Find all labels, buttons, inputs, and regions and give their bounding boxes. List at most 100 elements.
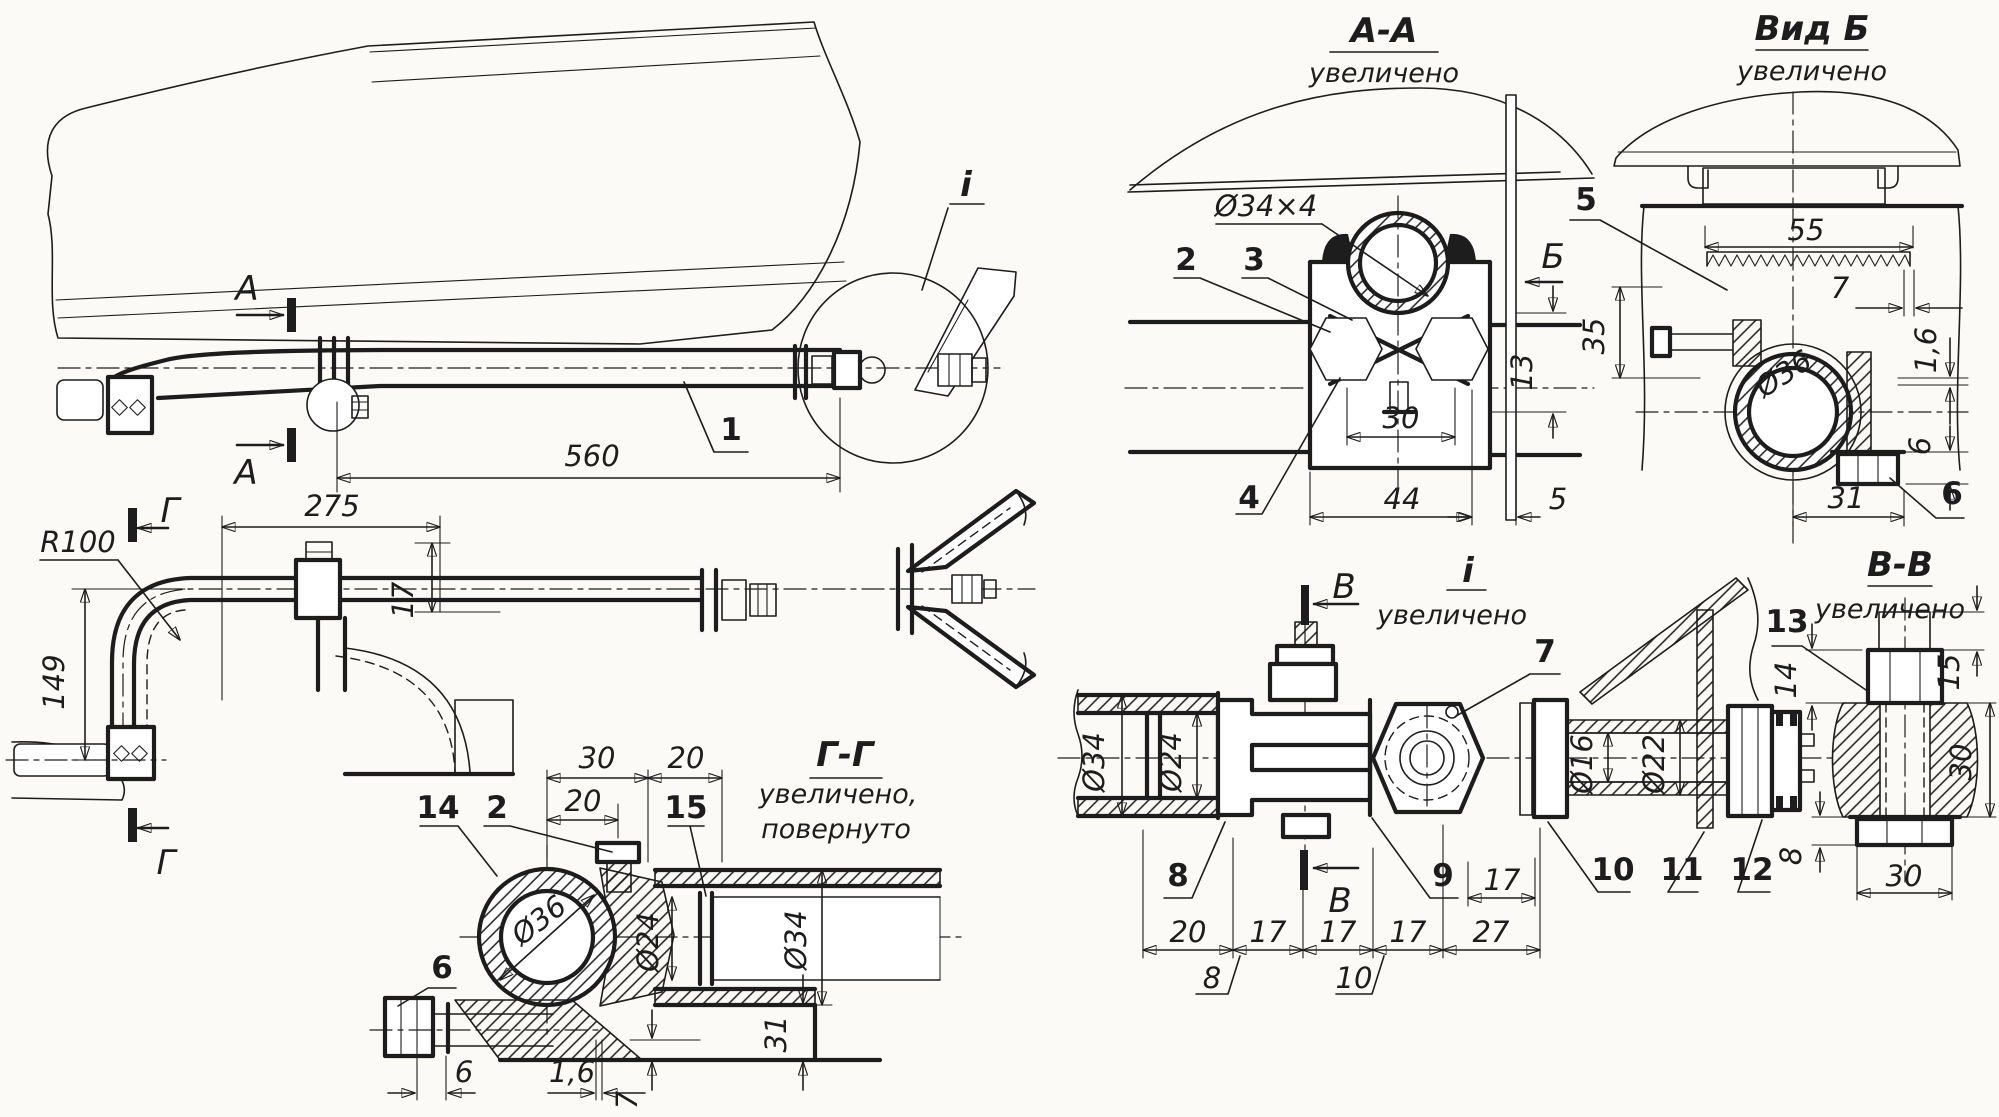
aa-b-marker: Б: [1541, 237, 1564, 277]
i-part-leaders: [1163, 673, 1771, 899]
part-1: 1: [720, 412, 742, 448]
dim-149: 149: [37, 654, 71, 709]
aa-part-3: 3: [1243, 242, 1265, 278]
universal-joint-side: [792, 343, 987, 401]
gg-geometry: [369, 840, 966, 1063]
i-dim-10: 10: [1336, 961, 1373, 995]
section-g-letter-top: Г: [161, 491, 183, 531]
subtitle-vb: увеличено: [1736, 56, 1887, 87]
gg-dim-d24: Ø24: [631, 912, 665, 973]
i-dimensions: [1122, 694, 1680, 995]
section-a-markers: [235, 298, 296, 462]
section-g-letter-bottom: Г: [157, 843, 179, 883]
joint-plan: [699, 567, 777, 633]
section-a-letter-top: А: [233, 269, 258, 309]
title-vb: Вид Б: [1755, 9, 1870, 49]
i-serrated-washer: [1519, 702, 1533, 816]
vb-part-5: 5: [1575, 182, 1597, 218]
section-g-markers: [128, 508, 170, 842]
i-dim-20: 20: [1170, 915, 1207, 949]
vv-dim-30-bottom: 30: [1886, 859, 1923, 893]
vb-dim-6: 6: [1903, 437, 1937, 455]
gg-dim-20a: 20: [668, 741, 705, 775]
i-dim-d16: Ø16: [1565, 734, 1599, 795]
gg-dimensions: [387, 769, 833, 1101]
gg-bolt-head: [594, 840, 642, 865]
dim-r100: R100: [40, 525, 116, 559]
vb-dim-1-6: 1,6: [1909, 327, 1943, 373]
dim-275: 275: [304, 489, 359, 523]
vb-part-6: 6: [1941, 476, 1963, 512]
i-dim-17d: 17: [1484, 863, 1521, 897]
aa-dim-44: 44: [1384, 482, 1421, 516]
dim-17: 17: [386, 581, 420, 618]
vv-part-13: 13: [1765, 604, 1808, 640]
i-bearing-hex: [1367, 697, 1486, 818]
i-block: [1531, 697, 1570, 820]
i-part-12: 12: [1730, 852, 1773, 888]
vb-dim-35: 35: [1577, 318, 1611, 355]
i-fork: [1215, 621, 1373, 840]
title-i: i: [1462, 551, 1475, 591]
i-dim-17b: 17: [1320, 915, 1357, 949]
title-vv: В-В: [1867, 545, 1933, 585]
vv-dimensions: [1805, 585, 1997, 901]
aa-clamp-assembly: [1307, 195, 1493, 489]
i-v-marker-top: В: [1332, 567, 1355, 607]
aa-dim-30: 30: [1383, 401, 1420, 435]
aa-part-4: 4: [1238, 480, 1260, 516]
vb-hull: [1613, 90, 1961, 167]
i-dim-17c: 17: [1390, 915, 1427, 949]
handle-grip: [56, 379, 104, 421]
i-transom-gusset: [1579, 577, 1759, 829]
vv-dim-8: 8: [1774, 847, 1808, 865]
i-dim-d24: Ø24: [1154, 732, 1188, 793]
vv-part-13-leader: [1771, 645, 1867, 691]
gg-dim-1-6: 1,6: [549, 1055, 595, 1089]
gg-dim-30: 30: [579, 741, 616, 775]
aa-part-leaders: [1173, 277, 1353, 515]
detail-i-leader: [921, 207, 949, 291]
boat-hull-outline: [46, 21, 861, 345]
vb-dim-55: 55: [1788, 213, 1825, 247]
handle-clamp: [105, 374, 155, 436]
title-aa: А-А: [1348, 11, 1418, 51]
tiller-rod: [56, 347, 1001, 436]
subtitle-gg-2: повернуто: [761, 814, 911, 845]
detail-i-circle: [797, 272, 989, 464]
detail-i-callout: i: [960, 165, 973, 205]
i-part-11: 11: [1660, 852, 1703, 888]
i-geometry: [1057, 577, 1833, 857]
gg-part-14: 14: [416, 790, 459, 826]
subtitle-aa: увеличено: [1308, 58, 1459, 89]
i-dim-d34: Ø34: [1077, 732, 1111, 793]
i-part-8: 8: [1167, 858, 1189, 894]
aa-part-2: 2: [1175, 242, 1197, 278]
gg-dim-d34: Ø34: [779, 910, 813, 971]
dim-560-geometry: [336, 397, 841, 493]
title-gg: Г-Г: [816, 735, 876, 775]
vv-dim-15: 15: [1932, 654, 1966, 691]
plan-view: Г Г R100 275 149 17: [5, 488, 1037, 883]
gg-part-6: 6: [431, 950, 453, 986]
section-a-letter-bottom: А: [232, 453, 257, 493]
v-bracket: [895, 488, 1037, 690]
subtitle-vv: увеличено: [1814, 594, 1965, 625]
aa-dim-13: 13: [1505, 354, 1539, 391]
gg-dim-7: 7: [610, 1090, 644, 1109]
transom-clamp-side: [306, 335, 369, 432]
gg-part-leaders: [397, 825, 707, 1007]
vb-dim-31: 31: [1828, 481, 1865, 515]
vb-dim-7: 7: [1831, 271, 1850, 305]
vb-bracket: [1639, 165, 1965, 471]
gg-part-2: 2: [486, 790, 508, 826]
i-part-9: 9: [1432, 858, 1454, 894]
gg-dim-6: 6: [455, 1055, 473, 1089]
